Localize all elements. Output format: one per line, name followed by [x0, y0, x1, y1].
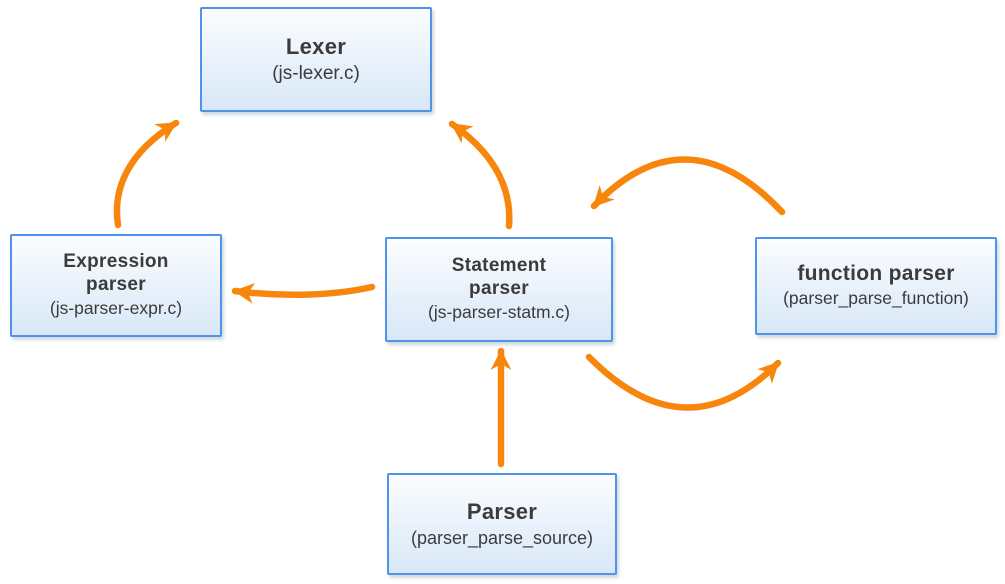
node-lexer: Lexer (js-lexer.c): [200, 7, 432, 112]
arrow-statement-parser-to-function-parser: [585, 353, 782, 411]
node-statement-parser: Statement parser (js-parser-statm.c): [385, 237, 613, 342]
node-statement-parser-title: Statement parser: [451, 255, 547, 299]
node-statement-parser-subtitle: (js-parser-statm.c): [428, 301, 570, 322]
node-parser: Parser (parser_parse_source): [387, 473, 617, 575]
arrow-statement-parser-to-lexer: [448, 120, 513, 230]
node-function-parser: function parser (parser_parse_function): [755, 237, 997, 335]
node-expression-parser-title: Expression parser: [63, 251, 169, 295]
node-lexer-title: Lexer: [285, 33, 347, 59]
node-parser-subtitle: (parser_parse_source): [410, 527, 594, 548]
node-parser-title: Parser: [466, 498, 538, 524]
node-expression-parser-subtitle: (js-parser-expr.c): [49, 297, 183, 318]
node-function-parser-title: function parser: [797, 261, 955, 285]
arrow-expression-parser-to-lexer: [113, 119, 180, 229]
node-function-parser-subtitle: (parser_parse_function): [783, 288, 969, 309]
arrow-statement-parser-to-expression-parser: [231, 283, 376, 304]
node-lexer-subtitle: (js-lexer.c): [272, 62, 360, 84]
arrow-function-parser-to-statement-parser: [590, 156, 786, 216]
node-expression-parser: Expression parser (js-parser-expr.c): [10, 234, 222, 337]
